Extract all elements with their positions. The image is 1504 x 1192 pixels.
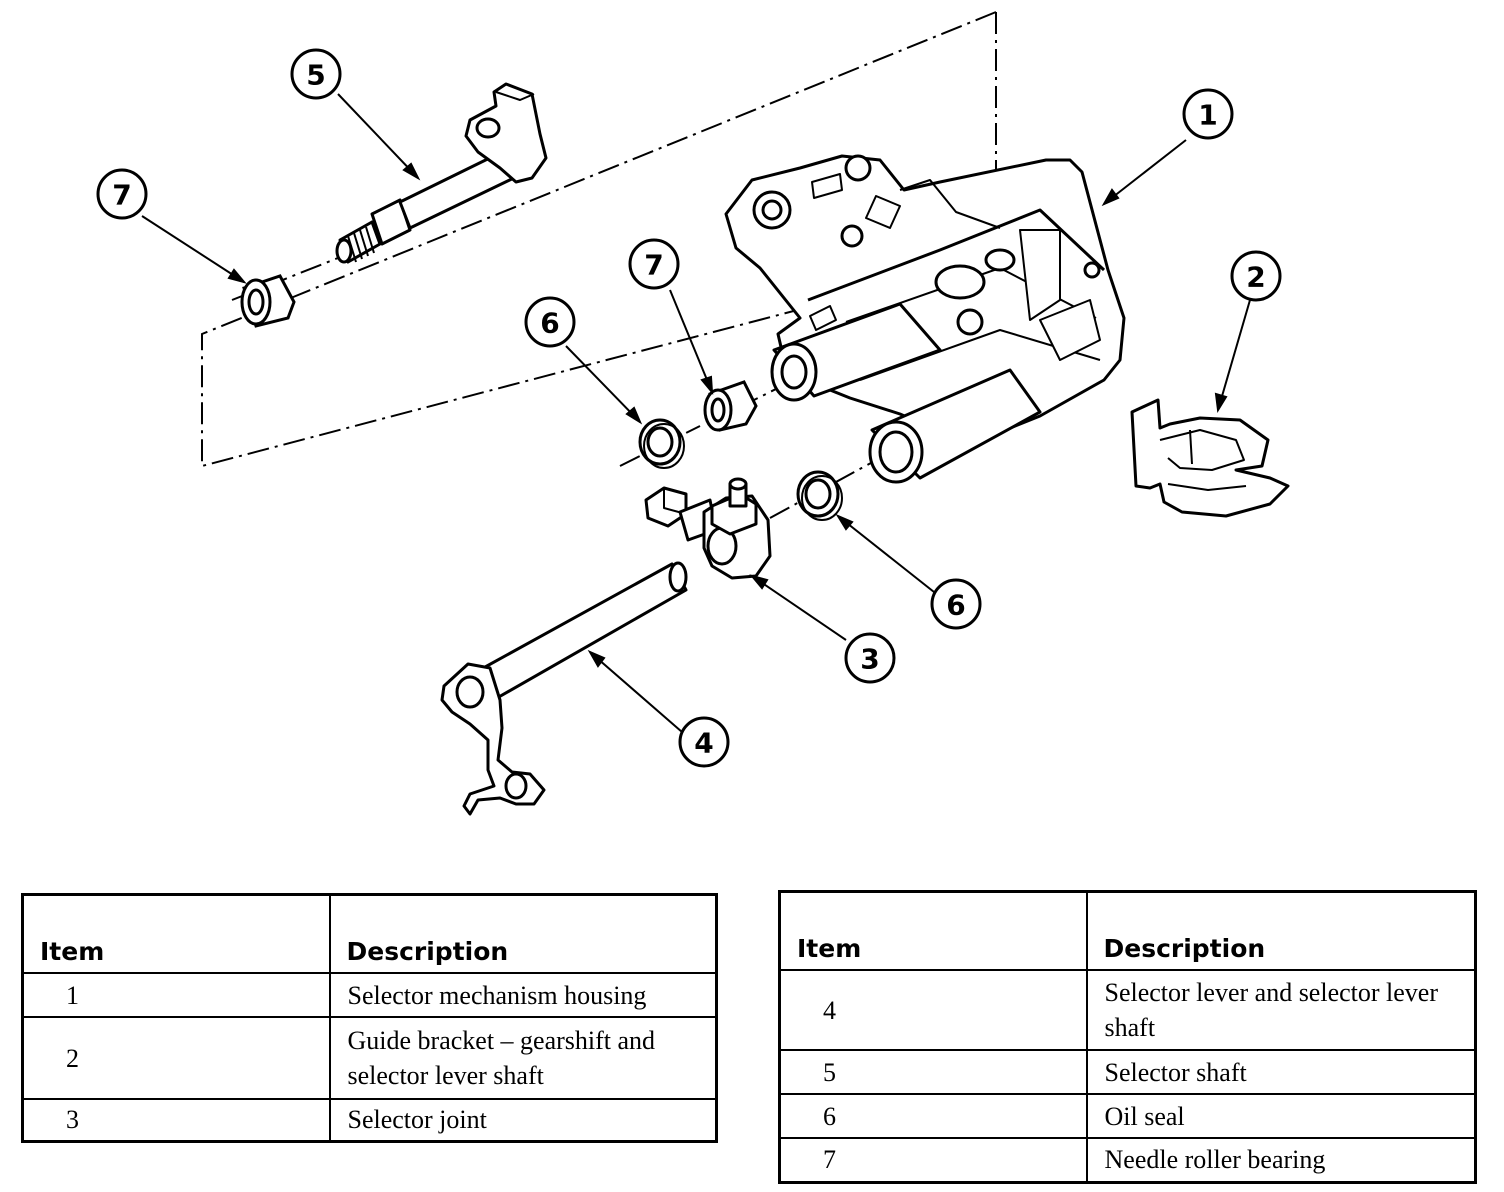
- table-row: 1 Selector mechanism housing: [21, 972, 718, 1018]
- item-number: 3: [21, 1098, 331, 1142]
- item-description: Selector joint: [328, 1098, 718, 1142]
- callout-7-upper-circle: [96, 168, 148, 220]
- needle-roller-bearing-upper: [240, 274, 296, 328]
- needle-roller-bearing-lower: [703, 380, 758, 432]
- leader-arrows: [141, 93, 1251, 733]
- callout-6-left-circle: [524, 296, 576, 348]
- item-description: Needle roller bearing: [1085, 1137, 1477, 1183]
- item-description: Selector mechanism housing: [328, 972, 718, 1018]
- table-row: 6 Oil seal: [778, 1093, 1477, 1139]
- legend-table-left: Item Description 1 Selector mechanism ho…: [21, 893, 718, 1143]
- callout-7-middle-label: 7: [644, 249, 663, 282]
- item-column-header: Item: [21, 893, 331, 974]
- guide-bracket: [1130, 398, 1290, 518]
- description-column-header: Description: [328, 893, 718, 974]
- item-number: 4: [778, 969, 1088, 1051]
- item-number: 2: [21, 1016, 331, 1100]
- legend-table-right: Item Description 4 Selector lever and se…: [778, 890, 1477, 1184]
- callout-6-left-label: 6: [540, 307, 559, 340]
- callout-4-label: 4: [694, 727, 713, 760]
- callout-3-label: 3: [860, 643, 879, 676]
- callout-5-circle: [290, 48, 342, 100]
- legend-header-row: Item Description: [21, 893, 718, 974]
- callout-2-label: 2: [1246, 261, 1265, 294]
- callout-2-circle: [1230, 250, 1282, 302]
- callout-1-label: 1: [1198, 99, 1217, 132]
- item-description: Oil seal: [1085, 1093, 1477, 1139]
- item-column-header: Item: [778, 890, 1088, 971]
- legend-header-row: Item Description: [778, 890, 1477, 971]
- exploded-view-diagram: 1 2 3 4 5 6 7 6 7: [96, 11, 1290, 816]
- table-row: 5 Selector shaft: [778, 1049, 1477, 1095]
- table-row: 3 Selector joint: [21, 1098, 718, 1142]
- callout-3-circle: [844, 632, 896, 684]
- selector-shaft: [335, 82, 548, 264]
- selector-mechanism-housing: [724, 154, 1126, 484]
- item-description: Selector lever and selector lever shaft: [1085, 969, 1477, 1051]
- item-number: 6: [778, 1093, 1088, 1139]
- item-description: Guide bracket – gearshift and selector l…: [328, 1016, 718, 1100]
- item-description: Selector shaft: [1085, 1049, 1477, 1095]
- item-number: 7: [778, 1137, 1088, 1183]
- callout-1-circle: [1182, 88, 1234, 140]
- callout-4-circle: [678, 716, 730, 768]
- oil-seal-right: [796, 470, 843, 521]
- table-row: 4 Selector lever and selector lever shaf…: [778, 969, 1477, 1051]
- callout-6-right-label: 6: [946, 589, 965, 622]
- item-number: 5: [778, 1049, 1088, 1095]
- callout-7-middle-circle: [628, 238, 680, 290]
- selector-lever-and-shaft: [440, 561, 688, 816]
- description-column-header: Description: [1085, 890, 1477, 971]
- callout-5-label: 5: [306, 59, 325, 92]
- oil-seal-left: [638, 418, 685, 469]
- selector-joint: [644, 477, 772, 580]
- item-number: 1: [21, 972, 331, 1018]
- table-row: 2 Guide bracket – gearshift and selector…: [21, 1016, 718, 1100]
- callout-6-right-circle: [930, 578, 982, 630]
- callout-7-upper-label: 7: [112, 179, 131, 212]
- table-row: 7 Needle roller bearing: [778, 1137, 1477, 1183]
